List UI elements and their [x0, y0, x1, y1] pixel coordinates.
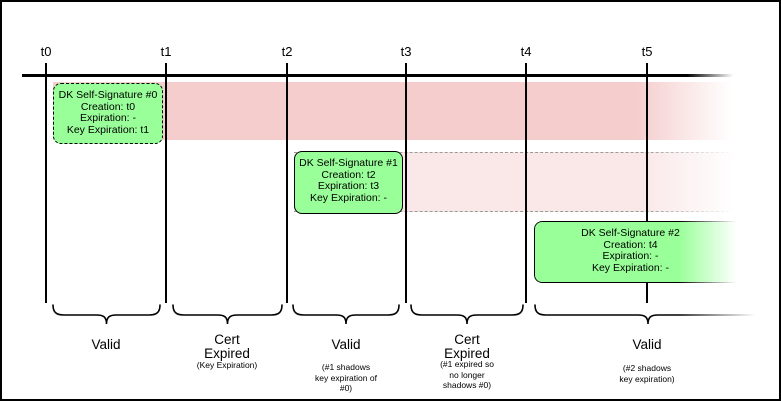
section-2-note: (Key Expiration)	[196, 360, 258, 370]
section-4-note: (#1 expired so no longer shadows #0)	[440, 359, 494, 390]
tick-line-t3	[405, 63, 407, 303]
tick-label-t4: t4	[520, 44, 532, 59]
tick-label-t2: t2	[281, 44, 293, 59]
brace-section-2	[172, 304, 283, 325]
brace-section-4	[410, 304, 524, 325]
signature-creation: Creation: t4	[603, 238, 658, 251]
section-4-label: Cert Expired	[444, 332, 490, 361]
tick-label-t1: t1	[160, 44, 172, 59]
signature-key-expiration: Key Expiration: -	[591, 261, 670, 274]
signature-title: DK Self-Signature #2	[581, 227, 680, 239]
self-signature-1-box: DK Self-Signature #1 Creation: t2 Expira…	[294, 151, 403, 214]
signature-title: DK Self-Signature #1	[299, 157, 398, 169]
signature-title: DK Self-Signature #0	[58, 89, 158, 101]
section-3-label: Valid	[331, 337, 361, 352]
tick-label-t5: t5	[641, 44, 653, 59]
section-5-label: Valid	[632, 337, 662, 352]
timeline-axis	[22, 74, 737, 77]
section-3-note: (#1 shadows key expiration of #0)	[315, 362, 377, 393]
signature-expiration: Expiration: -	[79, 112, 137, 124]
key-expired-band	[53, 82, 739, 140]
section-1-label: Valid	[91, 337, 121, 352]
section-5-note: (#2 shadows key expiration)	[619, 363, 675, 384]
signature-expiration: Expiration: t3	[317, 180, 380, 192]
tick-line-t1	[165, 63, 167, 303]
signature-key-expiration: Key Expiration: -	[309, 191, 388, 204]
tick-line-t4	[525, 63, 527, 303]
signature-key-expiration: Key Expiration: t1	[66, 123, 150, 136]
brace-section-3	[292, 304, 400, 325]
tick-line-t2	[286, 63, 288, 303]
brace-section-5	[534, 304, 762, 325]
tick-label-t0: t0	[40, 44, 52, 59]
tick-line-t5	[646, 63, 648, 303]
tick-line-t0	[45, 63, 47, 303]
signature-expiration: Expiration: -	[602, 250, 659, 262]
signature-creation: Creation: t0	[80, 100, 136, 113]
section-2-label: Cert Expired	[204, 332, 250, 361]
brace-section-1	[52, 304, 161, 325]
signature-creation: Creation: t2	[321, 168, 376, 181]
self-signature-0-box: DK Self-Signature #0 Creation: t0 Expira…	[53, 83, 163, 144]
tick-label-t3: t3	[400, 44, 412, 59]
self-signature-2-box: DK Self-Signature #2 Creation: t4 Expira…	[534, 221, 741, 283]
